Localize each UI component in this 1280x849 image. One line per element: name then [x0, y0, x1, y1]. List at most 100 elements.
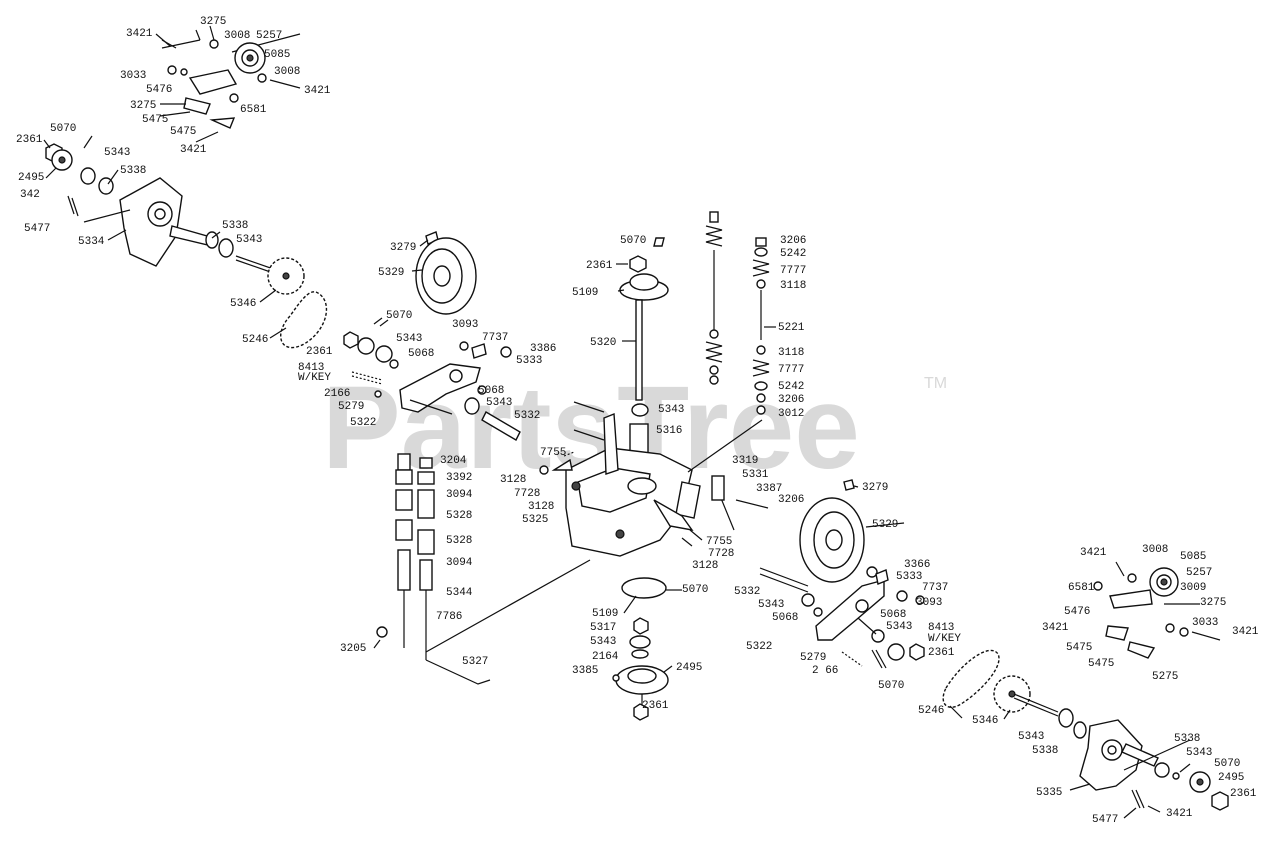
part-label: 3319 — [732, 455, 758, 467]
part-label: 7777 — [780, 265, 806, 277]
part-label: 3094 — [446, 489, 473, 501]
part-label: 5333 — [896, 571, 922, 583]
part-label: 5322 — [746, 641, 772, 653]
part-label: 5279 — [338, 401, 364, 413]
part-label: 5109 — [592, 608, 618, 620]
part-label: 2361 — [306, 346, 333, 358]
part-label: 7737 — [482, 332, 508, 344]
vertical-rods — [705, 211, 770, 415]
part-label: 5329 — [378, 267, 404, 279]
part-label: 6581 — [1068, 582, 1095, 594]
part-label: 2361 — [1230, 788, 1257, 800]
part-label: 3421 — [1232, 626, 1259, 638]
part-label: 8413 — [928, 622, 954, 634]
part-label: 5068 — [880, 609, 906, 621]
part-label: 5475 — [170, 126, 196, 138]
part-label: 2495 — [1218, 772, 1244, 784]
part-label: 5070 — [620, 235, 646, 247]
part-label: 5346 — [972, 715, 998, 727]
part-label: 3118 — [778, 347, 804, 359]
part-label: 5328 — [446, 510, 472, 522]
part-label: 3279 — [390, 242, 416, 254]
part-label: 3009 — [1180, 582, 1206, 594]
part-label: 5317 — [590, 622, 616, 634]
right-pulley-assembly — [799, 479, 865, 583]
right-shift-arm — [759, 566, 925, 669]
part-label: 5477 — [1092, 814, 1118, 826]
part-label: 7728 — [514, 488, 540, 500]
left-stack — [376, 453, 591, 685]
part-label: 3033 — [1192, 617, 1218, 629]
part-label: 3206 — [778, 394, 804, 406]
part-label: 7786 — [436, 611, 462, 623]
part-label: 3275 — [130, 100, 156, 112]
part-label: 3275 — [1200, 597, 1226, 609]
part-label: 5334 — [78, 236, 105, 248]
part-label: 3205 — [340, 643, 366, 655]
part-label: 7728 — [708, 548, 734, 560]
part-labels: 3421 3275 3008 5257 5085 3033 3008 3421 … — [16, 16, 1259, 826]
part-label: 5085 — [264, 49, 290, 61]
part-label: 3206 — [780, 235, 806, 247]
part-label: 5068 — [772, 612, 798, 624]
part-label: 5242 — [778, 381, 804, 393]
part-label: 5322 — [350, 417, 376, 429]
part-label: 5475 — [142, 114, 168, 126]
part-label: 5338 — [222, 220, 248, 232]
lower-pulley-5109 — [621, 577, 667, 599]
part-label: 2495 — [18, 172, 44, 184]
part-label: 3093 — [452, 319, 478, 331]
part-label: 3421 — [1166, 808, 1193, 820]
part-label: 2495 — [676, 662, 702, 674]
part-label: 5338 — [1032, 745, 1058, 757]
right-bearing-assembly — [1093, 561, 1221, 659]
part-label: 5344 — [446, 587, 473, 599]
right-sprocket — [993, 675, 1031, 713]
part-label: 5320 — [590, 337, 616, 349]
part-label: 3008 — [1142, 544, 1168, 556]
part-label: 3421 — [180, 144, 207, 156]
leader-lines — [43, 25, 1161, 819]
part-label: 3279 — [862, 482, 888, 494]
watermark-trademark: TM — [924, 375, 947, 392]
part-label: 5331 — [742, 469, 769, 481]
part-label: 5316 — [656, 425, 682, 437]
part-label: 3206 — [778, 494, 804, 506]
part-label: 3128 — [500, 474, 526, 486]
part-label: 3008 — [274, 66, 300, 78]
part-label: 5343 — [590, 636, 616, 648]
part-label: 5275 — [1152, 671, 1178, 683]
part-label: 3386 — [530, 343, 556, 355]
drive-pulley-2495 — [615, 665, 669, 695]
part-label: 5070 — [386, 310, 412, 322]
part-label: 3385 — [572, 665, 598, 677]
right-drive-housing — [942, 649, 1229, 811]
part-label: 5338 — [1174, 733, 1200, 745]
part-label: 3421 — [304, 85, 331, 97]
part-label: 5068 — [408, 348, 434, 360]
part-label: 5070 — [878, 680, 904, 692]
part-label: 5343 — [658, 404, 684, 416]
left-pulley — [415, 237, 477, 315]
part-label: 5343 — [396, 333, 422, 345]
part-label: 3128 — [692, 560, 718, 572]
right-flange-bearing — [1149, 567, 1179, 597]
part-label: 5476 — [146, 84, 172, 96]
part-label: 5343 — [486, 397, 512, 409]
part-label: 3204 — [440, 455, 467, 467]
part-label: 3033 — [120, 70, 146, 82]
part-label: 7755 — [540, 447, 566, 459]
part-label: 342 — [20, 189, 40, 201]
part-label: 5332 — [734, 586, 760, 598]
part-label: 2361 — [586, 260, 613, 272]
left-chain — [280, 291, 328, 349]
part-label: 5325 — [522, 514, 548, 526]
part-label: 5327 — [462, 656, 488, 668]
left-drive-housing — [45, 135, 328, 349]
part-label: 5242 — [780, 248, 806, 260]
part-label: 5246 — [242, 334, 268, 346]
left-clutch-gear — [51, 149, 73, 171]
part-label: 7737 — [922, 582, 948, 594]
flange-bearing — [234, 42, 266, 74]
part-label: 5343 — [758, 599, 784, 611]
